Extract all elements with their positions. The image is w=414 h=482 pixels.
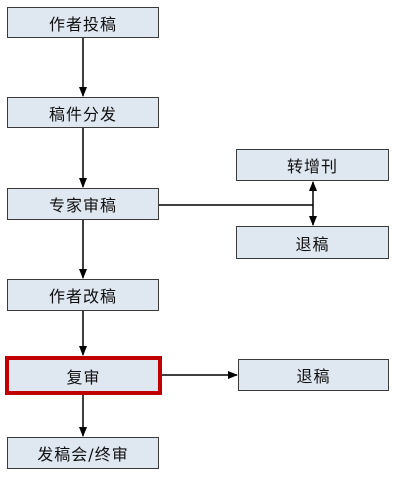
node-manuscript-distribution-label: 稿件分发 bbox=[48, 104, 117, 124]
node-transfer-supplement-label: 转增刊 bbox=[286, 157, 338, 176]
node-author-revision-label: 作者改稿 bbox=[48, 287, 117, 306]
node-re-review: 复审 bbox=[5, 356, 162, 395]
node-reject-after-rereview: 退稿 bbox=[238, 359, 389, 391]
node-final-review: 发稿会/终审 bbox=[7, 437, 159, 469]
node-expert-review-label: 专家审稿 bbox=[48, 196, 117, 215]
node-final-review-label: 发稿会/终审 bbox=[37, 445, 129, 464]
node-author-revision: 作者改稿 bbox=[7, 279, 159, 311]
node-transfer-supplement: 转增刊 bbox=[236, 149, 389, 181]
node-reject-after-review: 退稿 bbox=[236, 226, 389, 259]
node-re-review-label: 复审 bbox=[66, 367, 101, 387]
node-reject-after-review-label: 退稿 bbox=[295, 234, 330, 254]
node-author-submit-label: 作者投稿 bbox=[48, 14, 117, 34]
node-reject-after-rereview-label: 退稿 bbox=[296, 367, 331, 386]
node-manuscript-distribution: 稿件分发 bbox=[7, 97, 159, 128]
node-author-submit: 作者投稿 bbox=[7, 7, 159, 38]
node-expert-review: 专家审稿 bbox=[7, 188, 159, 220]
